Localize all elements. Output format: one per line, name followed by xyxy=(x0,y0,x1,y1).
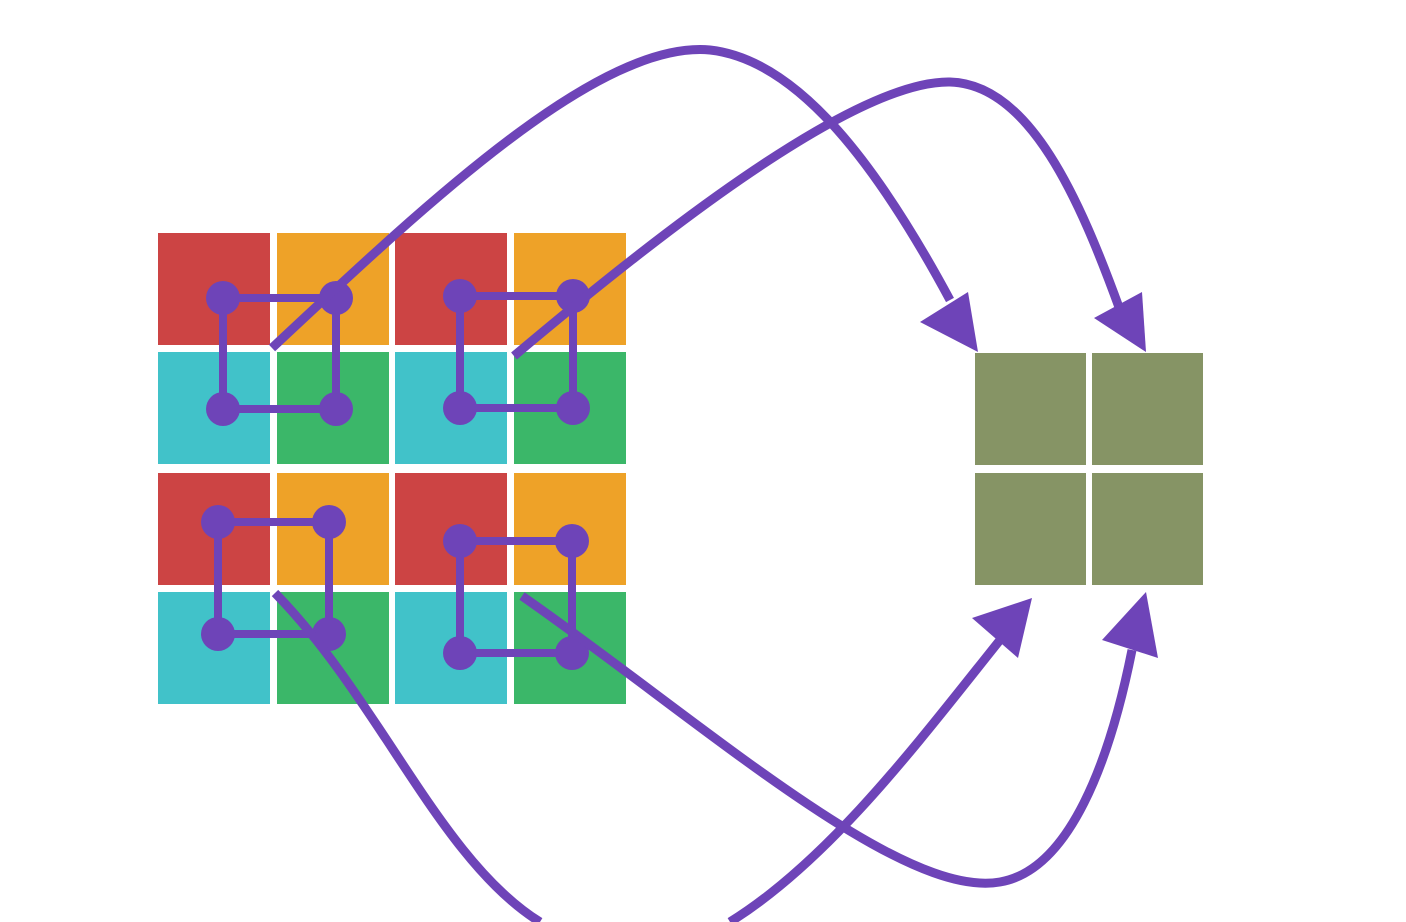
window-dot xyxy=(319,281,353,315)
window-dot xyxy=(443,279,477,313)
arrow-line xyxy=(519,592,1137,888)
arrow-line xyxy=(271,589,1004,922)
window-dot xyxy=(201,505,235,539)
output-cell xyxy=(975,473,1086,585)
arrow-bottom-left xyxy=(271,589,1032,922)
window-dot xyxy=(206,281,240,315)
arrowhead xyxy=(972,598,1032,658)
window-dot xyxy=(319,392,353,426)
window-dot xyxy=(555,524,589,558)
window-dot xyxy=(201,617,235,651)
mapping-arrows xyxy=(268,45,1158,922)
arrow-line xyxy=(268,45,954,352)
arrow-bottom-right xyxy=(519,592,1158,888)
window-dot xyxy=(443,524,477,558)
output-cell xyxy=(1092,473,1203,585)
output-grid xyxy=(975,353,1203,585)
window-dot xyxy=(443,636,477,670)
arrow-line xyxy=(511,77,1125,360)
window-dot xyxy=(206,392,240,426)
output-cell xyxy=(1092,353,1203,465)
pooling-window-bottom-right xyxy=(443,524,589,670)
pooling-windows xyxy=(201,279,590,670)
arrowhead xyxy=(1102,592,1158,658)
arrowhead xyxy=(920,292,978,352)
arrow-top-right xyxy=(511,77,1146,360)
pooling-window-top-left xyxy=(206,281,353,426)
window-dot xyxy=(555,636,589,670)
arrow-top-left xyxy=(268,45,978,352)
window-dot xyxy=(556,391,590,425)
output-cell xyxy=(975,353,1086,465)
arrowhead xyxy=(1094,292,1146,352)
window-dot xyxy=(443,391,477,425)
window-dot xyxy=(312,505,346,539)
